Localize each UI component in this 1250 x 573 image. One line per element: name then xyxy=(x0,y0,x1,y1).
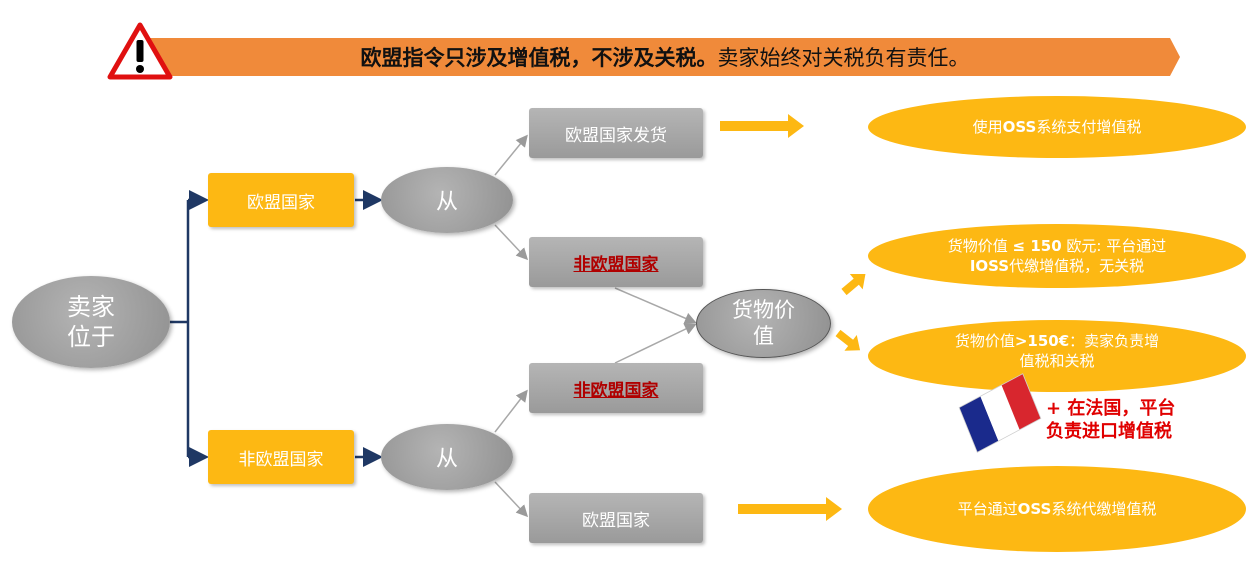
seller-circle: 卖家 位于 xyxy=(12,276,170,368)
ship-eu-box: 欧盟国家发货 xyxy=(529,108,703,158)
france-note-line2: 负责进口增值税 xyxy=(1046,421,1172,443)
france-note-line1: + 在法国，平台 xyxy=(1046,398,1176,419)
non-eu-top-box[interactable]: 非欧盟国家 xyxy=(529,237,703,287)
arrow-non-eu-mid-to-goods xyxy=(614,323,697,364)
eu-bottom-label: 欧盟国家 xyxy=(582,510,650,531)
yellow-arrow-low-value xyxy=(841,274,866,296)
eu-country-label: 欧盟国家 xyxy=(247,192,315,213)
oss-bold: OSS xyxy=(1002,117,1037,136)
france-flag-icon xyxy=(958,373,1042,453)
yellow-arrow-oss xyxy=(720,114,804,138)
high-bold1: >150€ xyxy=(1014,331,1070,350)
warning-icon xyxy=(107,22,173,80)
from-bottom-label: 从 xyxy=(435,447,458,472)
low-pre1: 货物价值 xyxy=(947,236,1013,255)
goods-value-line2: 值 xyxy=(753,323,774,348)
high-post1: ：卖家负责增 xyxy=(1069,331,1160,350)
platform-oss-post: 系统代缴增值税 xyxy=(1051,499,1157,518)
seller-line2: 位于 xyxy=(67,323,115,351)
goods-value-line1: 货物价 xyxy=(732,298,795,323)
arrow-from-top-to-ship-eu xyxy=(494,134,528,176)
arrow-from-bottom-to-eu xyxy=(494,481,529,518)
oss-pre: 使用 xyxy=(972,117,1003,136)
non-eu-country-label: 非欧盟国家 xyxy=(238,449,324,470)
high-line2: 值税和关税 xyxy=(1019,352,1095,370)
result-low-value: 货物价值 ≤ 150 欧元: 平台通过 IOSS代缴增值税，无关税 xyxy=(868,224,1246,288)
yellow-arrow-high-value xyxy=(835,329,861,351)
ship-eu-label: 欧盟国家发货 xyxy=(565,125,667,146)
banner-bold-text: 欧盟指令只涉及增值税，不涉及关税。 xyxy=(360,46,718,70)
non-eu-top-link[interactable]: 非欧盟国家 xyxy=(573,254,659,275)
eu-bottom-box: 欧盟国家 xyxy=(529,493,703,543)
banner-normal-text: 卖家始终对关税负有责任。 xyxy=(717,46,970,70)
low-bold1: ≤ 150 xyxy=(1012,236,1062,255)
france-note: + 在法国，平台 负责进口增值税 xyxy=(1046,397,1246,444)
arrow-non-eu-top-to-goods xyxy=(614,287,697,324)
low-post1: 欧元: 平台通过 xyxy=(1061,236,1167,255)
banner-shape xyxy=(150,38,1180,76)
result-oss: 使用OSS系统支付增值税 xyxy=(868,96,1246,158)
eu-country-box: 欧盟国家 xyxy=(208,173,354,227)
low-post2: 代缴增值税，无关税 xyxy=(1009,257,1145,275)
platform-oss-bold: OSS xyxy=(1017,499,1052,518)
arrow-from-bottom-to-non-eu xyxy=(494,389,528,433)
seller-connector xyxy=(170,200,190,457)
banner: 欧盟指令只涉及增值税，不涉及关税。卖家始终对关税负有责任。 xyxy=(150,38,1180,76)
oss-post: 系统支付增值税 xyxy=(1036,117,1142,136)
seller-line1: 卖家 xyxy=(67,293,115,321)
platform-oss-pre: 平台通过 xyxy=(957,499,1018,518)
result-platform-oss: 平台通过OSS系统代缴增值税 xyxy=(868,466,1246,552)
result-high-value: 货物价值>150€：卖家负责增 值税和关税 xyxy=(868,320,1246,392)
non-eu-mid-link[interactable]: 非欧盟国家 xyxy=(573,380,659,401)
yellow-arrow-platform-oss xyxy=(738,497,842,521)
non-eu-mid-box[interactable]: 非欧盟国家 xyxy=(529,363,703,413)
from-circle-bottom: 从 xyxy=(381,424,513,490)
goods-value-circle: 货物价 值 xyxy=(696,289,831,358)
from-top-label: 从 xyxy=(435,190,458,215)
from-circle-top: 从 xyxy=(381,167,513,233)
low-bold2: IOSS xyxy=(969,257,1010,275)
non-eu-country-box: 非欧盟国家 xyxy=(208,430,354,484)
arrow-from-top-to-non-eu xyxy=(494,224,529,261)
high-pre1: 货物价值 xyxy=(954,331,1015,350)
